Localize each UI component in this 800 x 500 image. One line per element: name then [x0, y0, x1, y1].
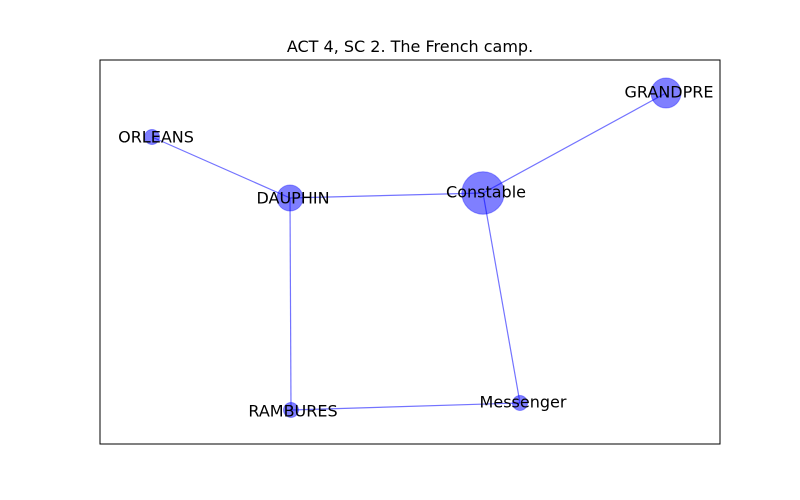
node-dauphin: [276, 184, 304, 212]
node-label-messenger: Messenger: [480, 393, 567, 412]
edges-layer: [151, 92, 667, 411]
edge-constable-grandpre: [482, 92, 667, 194]
node-label-constable: Constable: [446, 183, 526, 202]
node-label-dauphin: DAUPHIN: [256, 189, 329, 208]
node-label-rambures: RAMBURES: [248, 402, 337, 421]
graph-title: ACT 4, SC 2. The French camp.: [287, 37, 533, 56]
labels-layer: ORLEANS DAUPHIN Constable GRANDPRE RAMBURES M…: [118, 83, 713, 421]
edge-constable-messenger: [482, 192, 521, 404]
edge-rambures-messenger: [290, 402, 521, 411]
node-label-orleans: ORLEANS: [118, 128, 194, 147]
node-orleans: [144, 129, 160, 145]
node-rambures: [283, 402, 299, 418]
nodes-layer: [144, 77, 682, 418]
node-constable: [461, 171, 505, 215]
node-label-grandpre: GRANDPRE: [625, 83, 714, 102]
node-messenger: [512, 395, 528, 411]
plot-frame: [99, 59, 721, 445]
edge-orleans-dauphin: [151, 136, 291, 199]
node-grandpre: [650, 77, 682, 109]
edge-dauphin-constable: [289, 192, 484, 199]
edge-dauphin-rambures: [289, 197, 292, 411]
